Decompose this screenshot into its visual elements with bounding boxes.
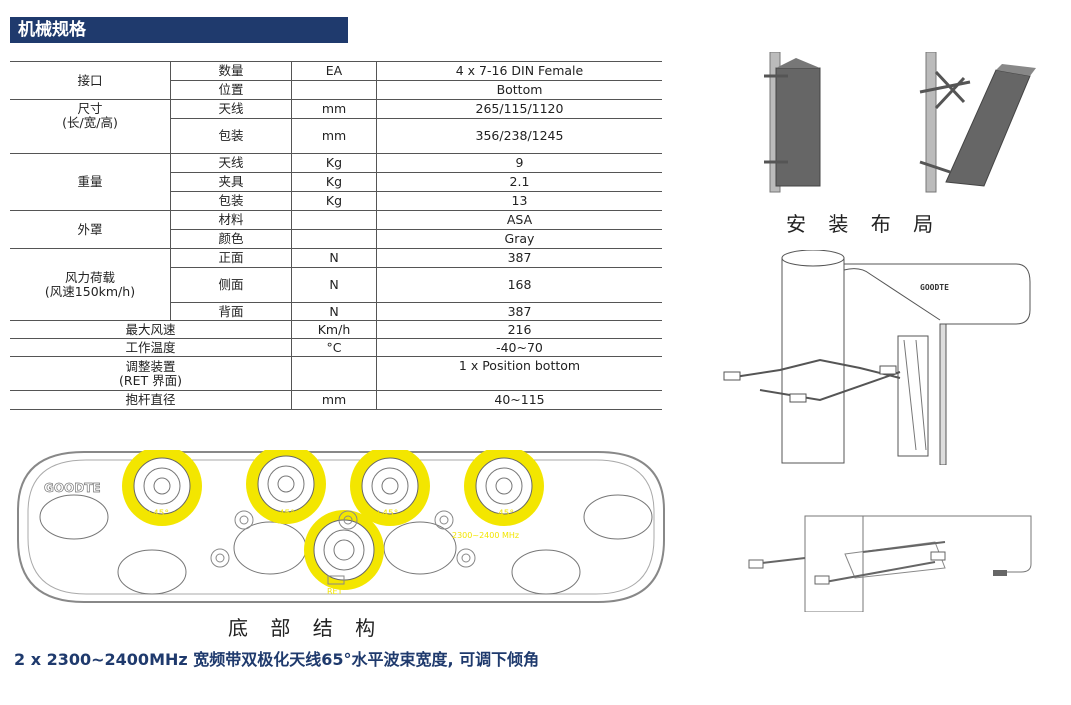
item-cell: 夹具 <box>170 172 292 192</box>
label-cell: 调整装置 (RET 界面) <box>10 356 292 391</box>
item-cell: 侧面 <box>170 267 292 303</box>
item-cell: 颜色 <box>170 229 292 249</box>
freq-label: 2300~2400 MHz <box>452 531 519 540</box>
value-cell: 387 <box>376 248 662 268</box>
value-cell: 2.1 <box>376 172 662 192</box>
label-cell: 工作温度 <box>10 338 292 357</box>
bottom-structure-drawing: GOODTE L_+45° L_-45° R_+45° R <box>17 450 665 603</box>
port-label: R_-45° <box>484 509 514 519</box>
value-cell: ASA <box>376 210 662 230</box>
bracket-side-drawing <box>748 515 1032 612</box>
port-r-plus-45 <box>350 450 430 526</box>
item-cell: 背面 <box>170 302 292 321</box>
item-cell: 正面 <box>170 248 292 268</box>
unit-cell: mm <box>291 118 377 154</box>
product-brand-text: GOODTE <box>920 283 949 292</box>
item-cell: 天线 <box>170 153 292 173</box>
item-cell: 数量 <box>170 61 292 81</box>
installation-views-drawing <box>764 52 1036 193</box>
value-cell: -40~70 <box>376 338 662 357</box>
unit-cell: N <box>291 302 377 321</box>
group-cell: 接口 <box>10 61 171 100</box>
table-row: 最大风速 Km/h 216 <box>10 320 662 339</box>
bottom-structure-caption: 底 部 结 构 <box>228 616 384 640</box>
table-row: 背面 N 387 <box>10 302 662 321</box>
group-cell: 重量 <box>10 153 171 211</box>
item-cell: 位置 <box>170 80 292 100</box>
value-cell: 356/238/1245 <box>376 118 662 154</box>
table-row: 包装 mm 356/238/1245 <box>10 118 662 154</box>
value-cell: Gray <box>376 229 662 249</box>
unit-cell: N <box>291 267 377 303</box>
unit-cell: Kg <box>291 153 377 173</box>
value-cell: 168 <box>376 267 662 303</box>
port-label: L_+45° <box>136 509 169 519</box>
section-title: 机械规格 <box>10 17 348 43</box>
value-cell: 387 <box>376 302 662 321</box>
unit-cell: °C <box>291 338 377 357</box>
table-row: 位置 Bottom <box>10 80 662 100</box>
spec-table: 接口 数量 EA 4 x 7-16 DIN Female 位置 Bottom 尺… <box>10 61 662 410</box>
brand-text: GOODTE <box>44 481 101 495</box>
port-l-minus-45 <box>246 450 326 524</box>
item-cell: 包装 <box>170 191 292 211</box>
unit-cell: N <box>291 248 377 268</box>
label-cell: 抱杆直径 <box>10 390 292 410</box>
item-cell: 材料 <box>170 210 292 230</box>
table-row: 尺寸 (长/宽/高) 天线 mm 265/115/1120 <box>10 99 662 154</box>
unit-cell <box>291 80 377 100</box>
table-row: 抱杆直径 mm 40~115 <box>10 390 662 410</box>
table-row: 风力荷载 (风速150km/h) 正面 N 387 <box>10 248 662 321</box>
bracket-detail-drawing: GOODTE <box>723 250 1031 465</box>
port-l-plus-45 <box>122 450 202 526</box>
unit-cell <box>291 210 377 230</box>
value-cell: 216 <box>376 320 662 339</box>
unit-cell <box>291 356 377 391</box>
value-cell: 4 x 7-16 DIN Female <box>376 61 662 81</box>
label-cell: 最大风速 <box>10 320 292 339</box>
item-cell: 包装 <box>170 118 292 154</box>
table-row: 侧面 N 168 <box>10 267 662 303</box>
value-cell: 13 <box>376 191 662 211</box>
unit-cell: Km/h <box>291 320 377 339</box>
unit-cell <box>291 229 377 249</box>
table-row: 工作温度 °C -40~70 <box>10 338 662 357</box>
unit-cell: mm <box>291 99 377 119</box>
table-row: 接口 数量 EA 4 x 7-16 DIN Female <box>10 61 662 100</box>
value-cell: 1 x Position bottom <box>376 356 662 391</box>
port-r-minus-45 <box>464 450 544 526</box>
table-row: 包装 Kg 13 <box>10 191 662 211</box>
port-label: R_+45° <box>364 509 398 519</box>
table-row: 调整装置 (RET 界面) 1 x Position bottom <box>10 356 662 391</box>
port-label: L_-45° <box>266 509 295 519</box>
unit-cell: EA <box>291 61 377 81</box>
unit-cell: Kg <box>291 191 377 211</box>
group-cell: 尺寸 (长/宽/高) <box>10 99 171 154</box>
unit-cell: mm <box>291 390 377 410</box>
value-cell: 265/115/1120 <box>376 99 662 119</box>
value-cell: 9 <box>376 153 662 173</box>
table-row: 夹具 Kg 2.1 <box>10 172 662 192</box>
ret-label: RET <box>327 587 343 596</box>
table-row: 外罩 材料 ASA <box>10 210 662 249</box>
item-cell: 天线 <box>170 99 292 119</box>
table-row: 颜色 Gray <box>10 229 662 249</box>
unit-cell: Kg <box>291 172 377 192</box>
table-row: 重量 天线 Kg 9 <box>10 153 662 211</box>
installation-caption: 安 装 布 局 <box>786 212 942 236</box>
value-cell: 40~115 <box>376 390 662 410</box>
group-cell: 外罩 <box>10 210 171 249</box>
product-description: 2 x 2300~2400MHz 宽频带双极化天线65°水平波束宽度, 可调下倾… <box>14 650 540 669</box>
value-cell: Bottom <box>376 80 662 100</box>
group-cell: 风力荷载 (风速150km/h) <box>10 248 171 321</box>
